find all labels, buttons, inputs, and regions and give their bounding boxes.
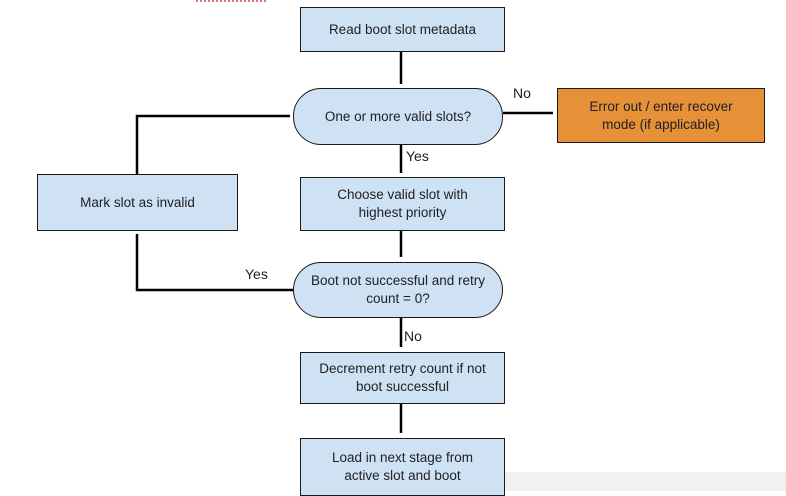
arrow-mark-invalid-to-valid-decision [135,114,290,174]
node-label: Error out / enter recover mode (if appli… [589,98,733,132]
decision-one-or-more-valid-slots: One or more valid slots? [293,88,503,145]
node-choose-valid-slot: Choose valid slot with highest priority [300,177,505,231]
node-label: Decrement retry count if not boot succes… [319,361,486,394]
node-load-next-stage: Load in next stage from active slot and … [300,438,505,496]
node-label: Mark slot as invalid [80,194,195,210]
node-label: Read boot slot metadata [328,21,477,37]
node-mark-slot-invalid: Mark slot as invalid [37,174,238,231]
edge-label-yes-to-choose: Yes [406,148,429,164]
node-error-out-recover-mode: Error out / enter recover mode (if appli… [557,88,765,143]
decision-boot-not-successful-retry-zero: Boot not successful and retry count = 0? [293,262,503,318]
node-decrement-retry-count: Decrement retry count if not boot succes… [300,352,505,404]
window-edge-strip [503,472,786,491]
node-label: Choose valid slot with highest priority [337,187,468,220]
red-dotted-artifact [196,0,266,6]
node-label: One or more valid slots? [324,108,472,124]
edge-label-yes-to-mark-invalid: Yes [245,266,268,282]
node-label: Load in next stage from active slot and … [331,450,474,483]
node-label: Boot not successful and retry count = 0? [310,273,486,306]
arrow-yes-to-mark-invalid [135,234,293,292]
node-read-boot-slot-metadata: Read boot slot metadata [300,7,505,52]
edge-label-no-to-decrement: No [404,328,422,344]
edge-label-no-to-error: No [513,85,531,101]
